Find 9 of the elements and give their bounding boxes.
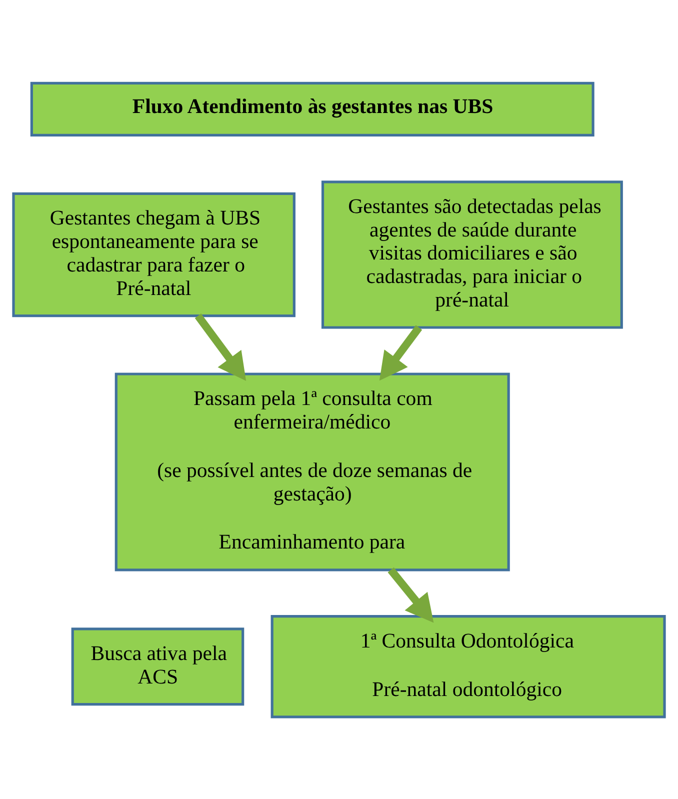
arrow <box>194 313 246 380</box>
arrow <box>388 566 434 622</box>
node-box: 1ª Consulta Odontológica Pré-natal odontológico <box>270 614 666 718</box>
node-box: Fluxo Atendimento às gestantes nas UBS <box>30 81 594 136</box>
arrow <box>379 324 422 380</box>
node-box: Passam pela 1ª consulta com enfermeira/médico (se possível antes de doze semanas de gestação) Encaminhamento para <box>114 372 510 571</box>
node-box: Busca ativa pela ACS <box>71 627 244 706</box>
node-box: Gestantes chegam à UBS espontaneamente para se cadastrar para fazer o Pré-natal <box>12 192 296 317</box>
node-box: Gestantes são detectadas pelas agentes de saúde durante visitas domiciliares e são cadastradas, para iniciar o pré-natal <box>321 180 623 328</box>
